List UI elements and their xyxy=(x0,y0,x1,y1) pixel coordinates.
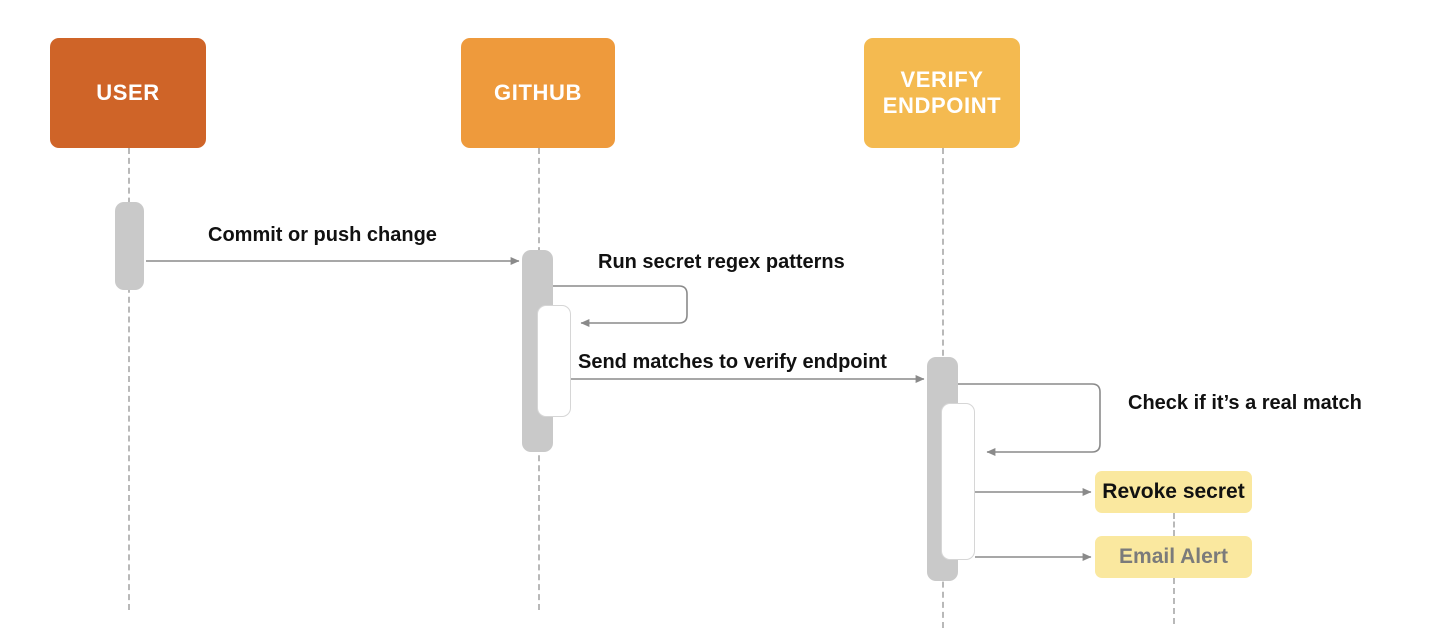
actor-github[interactable]: GITHUB xyxy=(461,38,615,148)
message-label-commit-or-push: Commit or push change xyxy=(208,224,437,246)
arrow-check-real-match xyxy=(958,383,1101,456)
result-box-email-alert-label: Email Alert xyxy=(1119,545,1228,568)
actor-user[interactable]: USER xyxy=(50,38,206,148)
arrow-run-secret-regex xyxy=(553,285,688,327)
actor-github-label: GITHUB xyxy=(494,80,582,106)
result-box-revoke-secret[interactable]: Revoke secret xyxy=(1095,471,1252,513)
result-box-revoke-secret-label: Revoke secret xyxy=(1102,480,1245,503)
lifeline-result-email xyxy=(1173,578,1175,624)
result-box-email-alert[interactable]: Email Alert xyxy=(1095,536,1252,578)
actor-user-label: USER xyxy=(96,80,160,106)
activation-bar-verify-nested xyxy=(941,403,975,560)
message-label-send-matches: Send matches to verify endpoint xyxy=(578,351,887,373)
lifeline-result-revoke xyxy=(1173,513,1175,536)
lifeline-user xyxy=(128,148,130,610)
activation-bar-github-nested xyxy=(537,305,571,417)
message-label-check-real-match: Check if it’s a real match xyxy=(1128,392,1362,414)
message-label-run-secret-regex: Run secret regex patterns xyxy=(598,251,845,273)
actor-verify-endpoint[interactable]: VERIFY ENDPOINT xyxy=(864,38,1020,148)
activation-bar-user xyxy=(115,202,144,290)
actor-verify-endpoint-label: VERIFY ENDPOINT xyxy=(882,67,1002,118)
